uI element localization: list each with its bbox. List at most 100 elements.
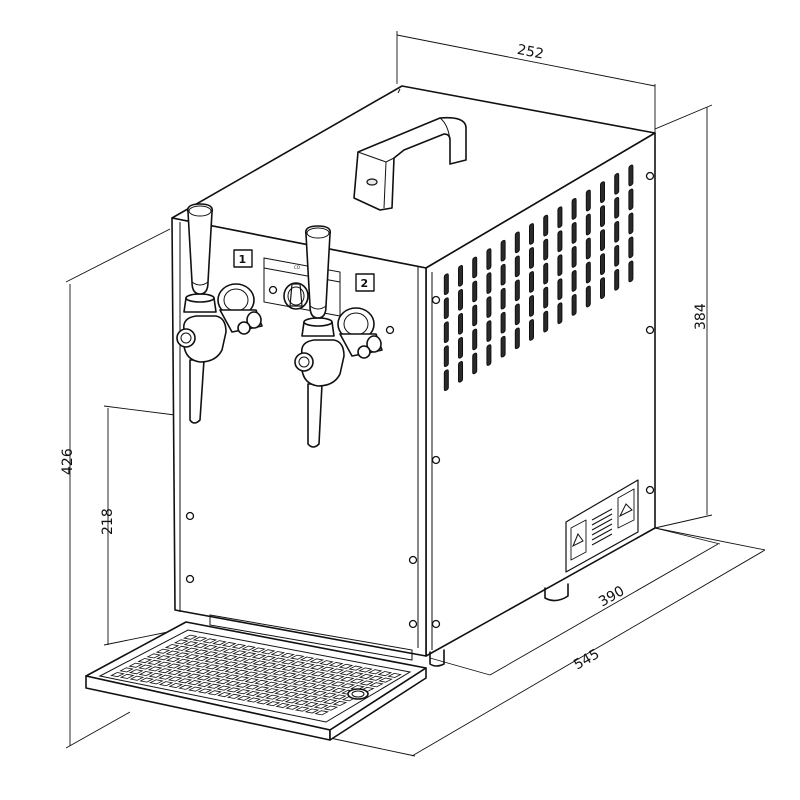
vent-slot <box>628 260 634 283</box>
grate-cell <box>251 653 267 659</box>
grate-cell <box>359 680 374 686</box>
grate-cell <box>175 658 191 664</box>
vent-slot <box>443 273 449 296</box>
warning-text-lines <box>591 508 613 546</box>
grate-cell <box>378 677 393 683</box>
grate-cell <box>215 672 230 678</box>
grate-cell <box>156 661 172 667</box>
grate-cell <box>193 649 209 655</box>
grate-cell <box>174 645 190 651</box>
grate-cell <box>110 672 125 678</box>
vent-slot <box>443 321 449 344</box>
grate-cell <box>310 664 325 670</box>
vent-slot <box>614 196 620 219</box>
grate-cell <box>321 686 337 692</box>
grate-cell <box>263 675 278 681</box>
knob-scale-text: CO <box>294 265 300 270</box>
grate-cell <box>128 662 143 668</box>
grate-cell <box>177 678 193 684</box>
grate-cell <box>310 671 326 677</box>
vent-slot <box>599 229 605 251</box>
grate-cell <box>291 674 307 680</box>
vent-slot <box>571 222 577 244</box>
vent-slot <box>500 335 506 358</box>
vent-slot <box>500 311 506 334</box>
grate-cell <box>223 661 239 667</box>
grate-cell <box>206 677 221 683</box>
grate-cell <box>197 681 212 687</box>
grate-cell <box>367 669 383 675</box>
grate-cell <box>252 666 268 672</box>
grate-cell <box>262 668 278 674</box>
grate-cell <box>309 658 325 664</box>
vent-slot <box>472 304 478 327</box>
grate-cell <box>146 653 162 659</box>
grate-cell <box>186 673 202 679</box>
grate-cell <box>168 682 184 688</box>
grate-cell <box>128 669 144 675</box>
grate-cell <box>280 652 295 658</box>
grate-cell <box>328 662 344 668</box>
vent-slot <box>472 280 478 303</box>
grate-cell <box>235 689 251 695</box>
vent-slot <box>585 261 591 284</box>
grate-cell <box>241 645 256 651</box>
vent-slot <box>486 344 492 366</box>
grate-cell <box>195 668 211 674</box>
grate-cell <box>183 634 198 640</box>
vent-slot <box>514 255 520 278</box>
tap-2[interactable] <box>294 225 383 448</box>
grate-cell <box>282 672 297 678</box>
drip-tray-grate <box>110 634 402 716</box>
grate-cell <box>205 670 221 676</box>
thermostat-knob[interactable] <box>283 282 309 310</box>
vent-slot <box>571 270 577 292</box>
grate-cell <box>253 673 269 679</box>
grate-cell <box>314 710 329 716</box>
grate-cell <box>339 670 354 676</box>
vent-slot <box>585 285 591 308</box>
vent-slot <box>443 369 449 392</box>
vent-slot <box>529 295 535 317</box>
grate-cell <box>252 660 267 666</box>
vent-slot <box>458 313 464 335</box>
grate-cell <box>338 663 354 669</box>
vent-slot <box>599 253 605 275</box>
grate-cell <box>233 663 249 669</box>
grate-cell <box>274 696 290 702</box>
grate-cell <box>301 676 317 682</box>
screws <box>185 171 655 629</box>
grate-cell <box>167 676 183 682</box>
vent-slot <box>628 236 634 259</box>
vent-slot <box>486 248 492 270</box>
grate-cell <box>302 688 318 694</box>
vent-slot <box>614 172 620 195</box>
tap-2-number: 2 <box>361 277 369 290</box>
vent-slot <box>529 271 535 293</box>
foot-front <box>429 649 445 667</box>
vent-slot <box>529 247 535 269</box>
vent-slot <box>486 296 492 318</box>
vent-slot <box>628 164 634 187</box>
grate-cell <box>265 694 280 700</box>
grate-cell <box>236 695 252 701</box>
grate-cell <box>319 666 335 672</box>
grate-cell <box>186 667 201 673</box>
grate-cell <box>167 670 182 676</box>
grate-cell <box>206 683 222 689</box>
grate-cell <box>139 677 154 683</box>
vent-slot <box>458 265 464 287</box>
grate-cell <box>313 697 328 703</box>
grate-cell <box>290 661 306 667</box>
carry-handle <box>353 116 467 211</box>
vent-slot <box>557 230 563 253</box>
vent-slot <box>599 181 605 203</box>
grate-cell <box>203 651 219 657</box>
grate-cell <box>349 678 365 684</box>
grate-cell <box>281 665 297 671</box>
vent-slot <box>500 263 506 286</box>
tap-1[interactable] <box>176 203 263 424</box>
vent-slot <box>443 345 449 368</box>
grate-cell <box>321 679 336 685</box>
